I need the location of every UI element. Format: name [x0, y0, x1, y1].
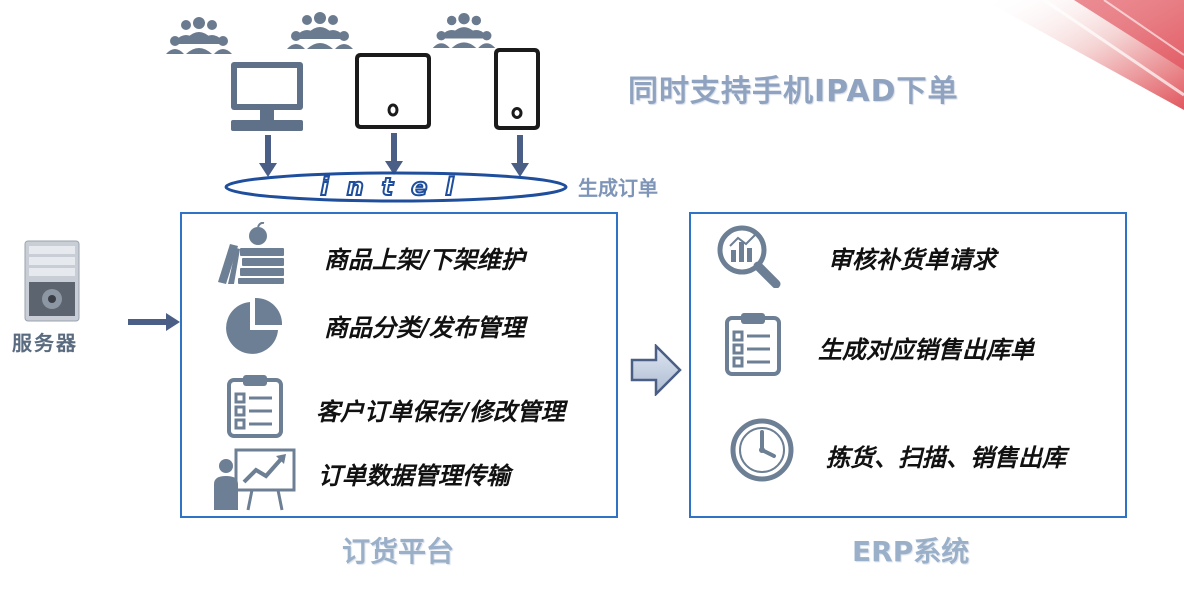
- erp-system-caption: ERP系统: [852, 535, 970, 568]
- clipboard-checklist-icon: [725, 313, 781, 376]
- platform-item-label: 商品上架/下架维护: [324, 245, 525, 274]
- books-apple-icon: [218, 222, 284, 284]
- platform-item-label: 订单数据管理传输: [318, 461, 510, 490]
- down-arrow-icon: [259, 135, 277, 177]
- right-arrow-icon: [128, 313, 180, 331]
- platform-item-label: 商品分类/发布管理: [324, 313, 525, 342]
- generate-order-label: 生成订单: [578, 176, 658, 200]
- presentation-chart-icon: [214, 448, 296, 511]
- decorative-corner: [984, 0, 1184, 110]
- clock-icon: [730, 418, 794, 482]
- page-title: 同时支持手机IPAD下单: [628, 74, 959, 109]
- tablet-icon: [355, 53, 431, 129]
- server-icon: [24, 240, 80, 322]
- ordering-platform-caption: 订货平台: [342, 535, 455, 568]
- people-group-icon: [287, 12, 353, 49]
- right-block-arrow-icon: [630, 344, 682, 396]
- intel-logo: intel: [224, 171, 568, 203]
- erp-item-label: 审核补货单请求: [828, 245, 996, 274]
- platform-item-label: 客户订单保存/修改管理: [316, 397, 565, 426]
- clipboard-checklist-icon: [227, 375, 283, 438]
- server-label: 服务器: [12, 331, 78, 355]
- people-group-icon: [432, 12, 496, 48]
- magnifier-chart-icon: [717, 225, 781, 288]
- svg-text:intel: intel: [320, 173, 471, 201]
- pie-chart-icon: [226, 297, 283, 354]
- smartphone-icon: [494, 48, 540, 130]
- erp-item-label: 生成对应销售出库单: [818, 335, 1034, 364]
- people-group-icon: [166, 17, 232, 54]
- down-arrow-icon: [385, 133, 403, 175]
- desktop-computer-icon: [231, 62, 303, 131]
- down-arrow-icon: [511, 135, 529, 177]
- erp-item-label: 拣货、扫描、销售出库: [826, 443, 1066, 472]
